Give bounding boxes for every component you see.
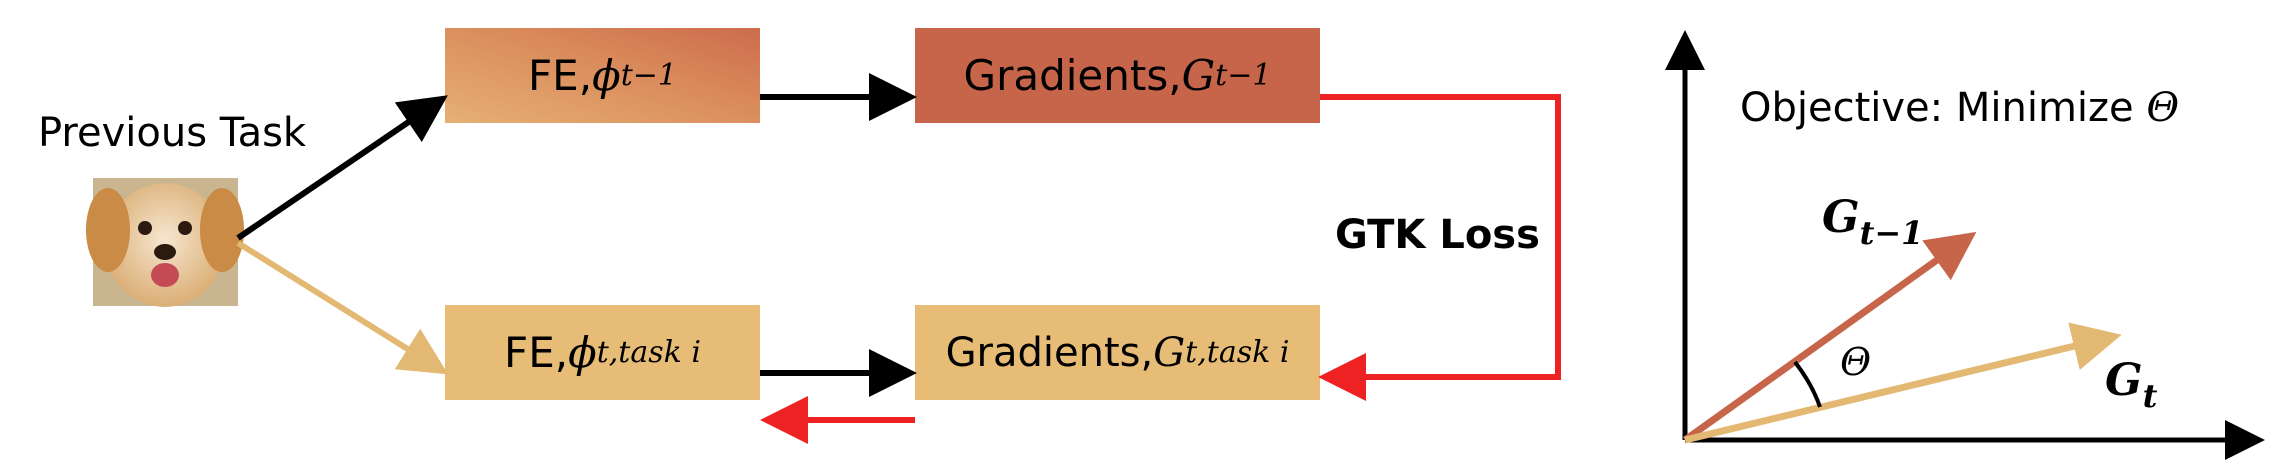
grad-task-prefix: Gradients, bbox=[945, 329, 1154, 376]
objective-text: Objective: Minimize bbox=[1740, 85, 2147, 131]
grad-task-subscript: t,task i bbox=[1185, 335, 1290, 370]
vector-g-curr-symbol: G bbox=[2105, 355, 2143, 406]
vector-g-prev-symbol: G bbox=[1822, 192, 1860, 243]
fe-task-box bbox=[445, 305, 760, 400]
vector-g-curr-subscript: t bbox=[2142, 377, 2158, 415]
vector-g-prev bbox=[1682, 231, 1977, 443]
fe-task-subscript: t,task i bbox=[596, 335, 701, 370]
angle-arc bbox=[1793, 360, 1822, 408]
gtk-loss-path bbox=[1318, 94, 1561, 401]
grad-prev-subscript: t−1 bbox=[1215, 58, 1272, 93]
arrow-image-to-fe-task bbox=[236, 240, 449, 375]
vector-g-prev-label: Gt−1 bbox=[1822, 192, 1923, 252]
objective-label: Objective: Minimize Θ bbox=[1740, 85, 2179, 131]
vector-g-curr bbox=[1684, 322, 2122, 444]
fe-prev-box bbox=[445, 28, 760, 123]
previous-task-label: Previous Task bbox=[38, 110, 307, 156]
angle-label: Θ bbox=[1840, 340, 1872, 384]
gtk-loss-label: GTK Loss bbox=[1335, 212, 1540, 258]
vector-g-prev-subscript: t−1 bbox=[1859, 214, 1924, 252]
fe-prev-symbol: ϕ bbox=[592, 51, 621, 100]
grad-task-box bbox=[915, 305, 1320, 400]
fe-task-symbol: ϕ bbox=[568, 328, 597, 377]
grad-prev-symbol: G bbox=[1181, 51, 1216, 100]
objective-symbol: Θ bbox=[2146, 85, 2180, 131]
grad-prev-box bbox=[915, 28, 1320, 123]
fe-prev-subscript: t−1 bbox=[620, 58, 677, 93]
grad-task-symbol: G bbox=[1153, 329, 1186, 376]
arrow-image-to-fe-prev bbox=[236, 95, 448, 241]
puppy-image bbox=[86, 178, 244, 307]
fe-task-prefix: FE, bbox=[504, 328, 569, 377]
vector-g-curr-label: Gt bbox=[2105, 355, 2157, 415]
fe-prev-prefix: FE, bbox=[528, 51, 593, 100]
grad-prev-prefix: Gradients, bbox=[963, 51, 1182, 100]
